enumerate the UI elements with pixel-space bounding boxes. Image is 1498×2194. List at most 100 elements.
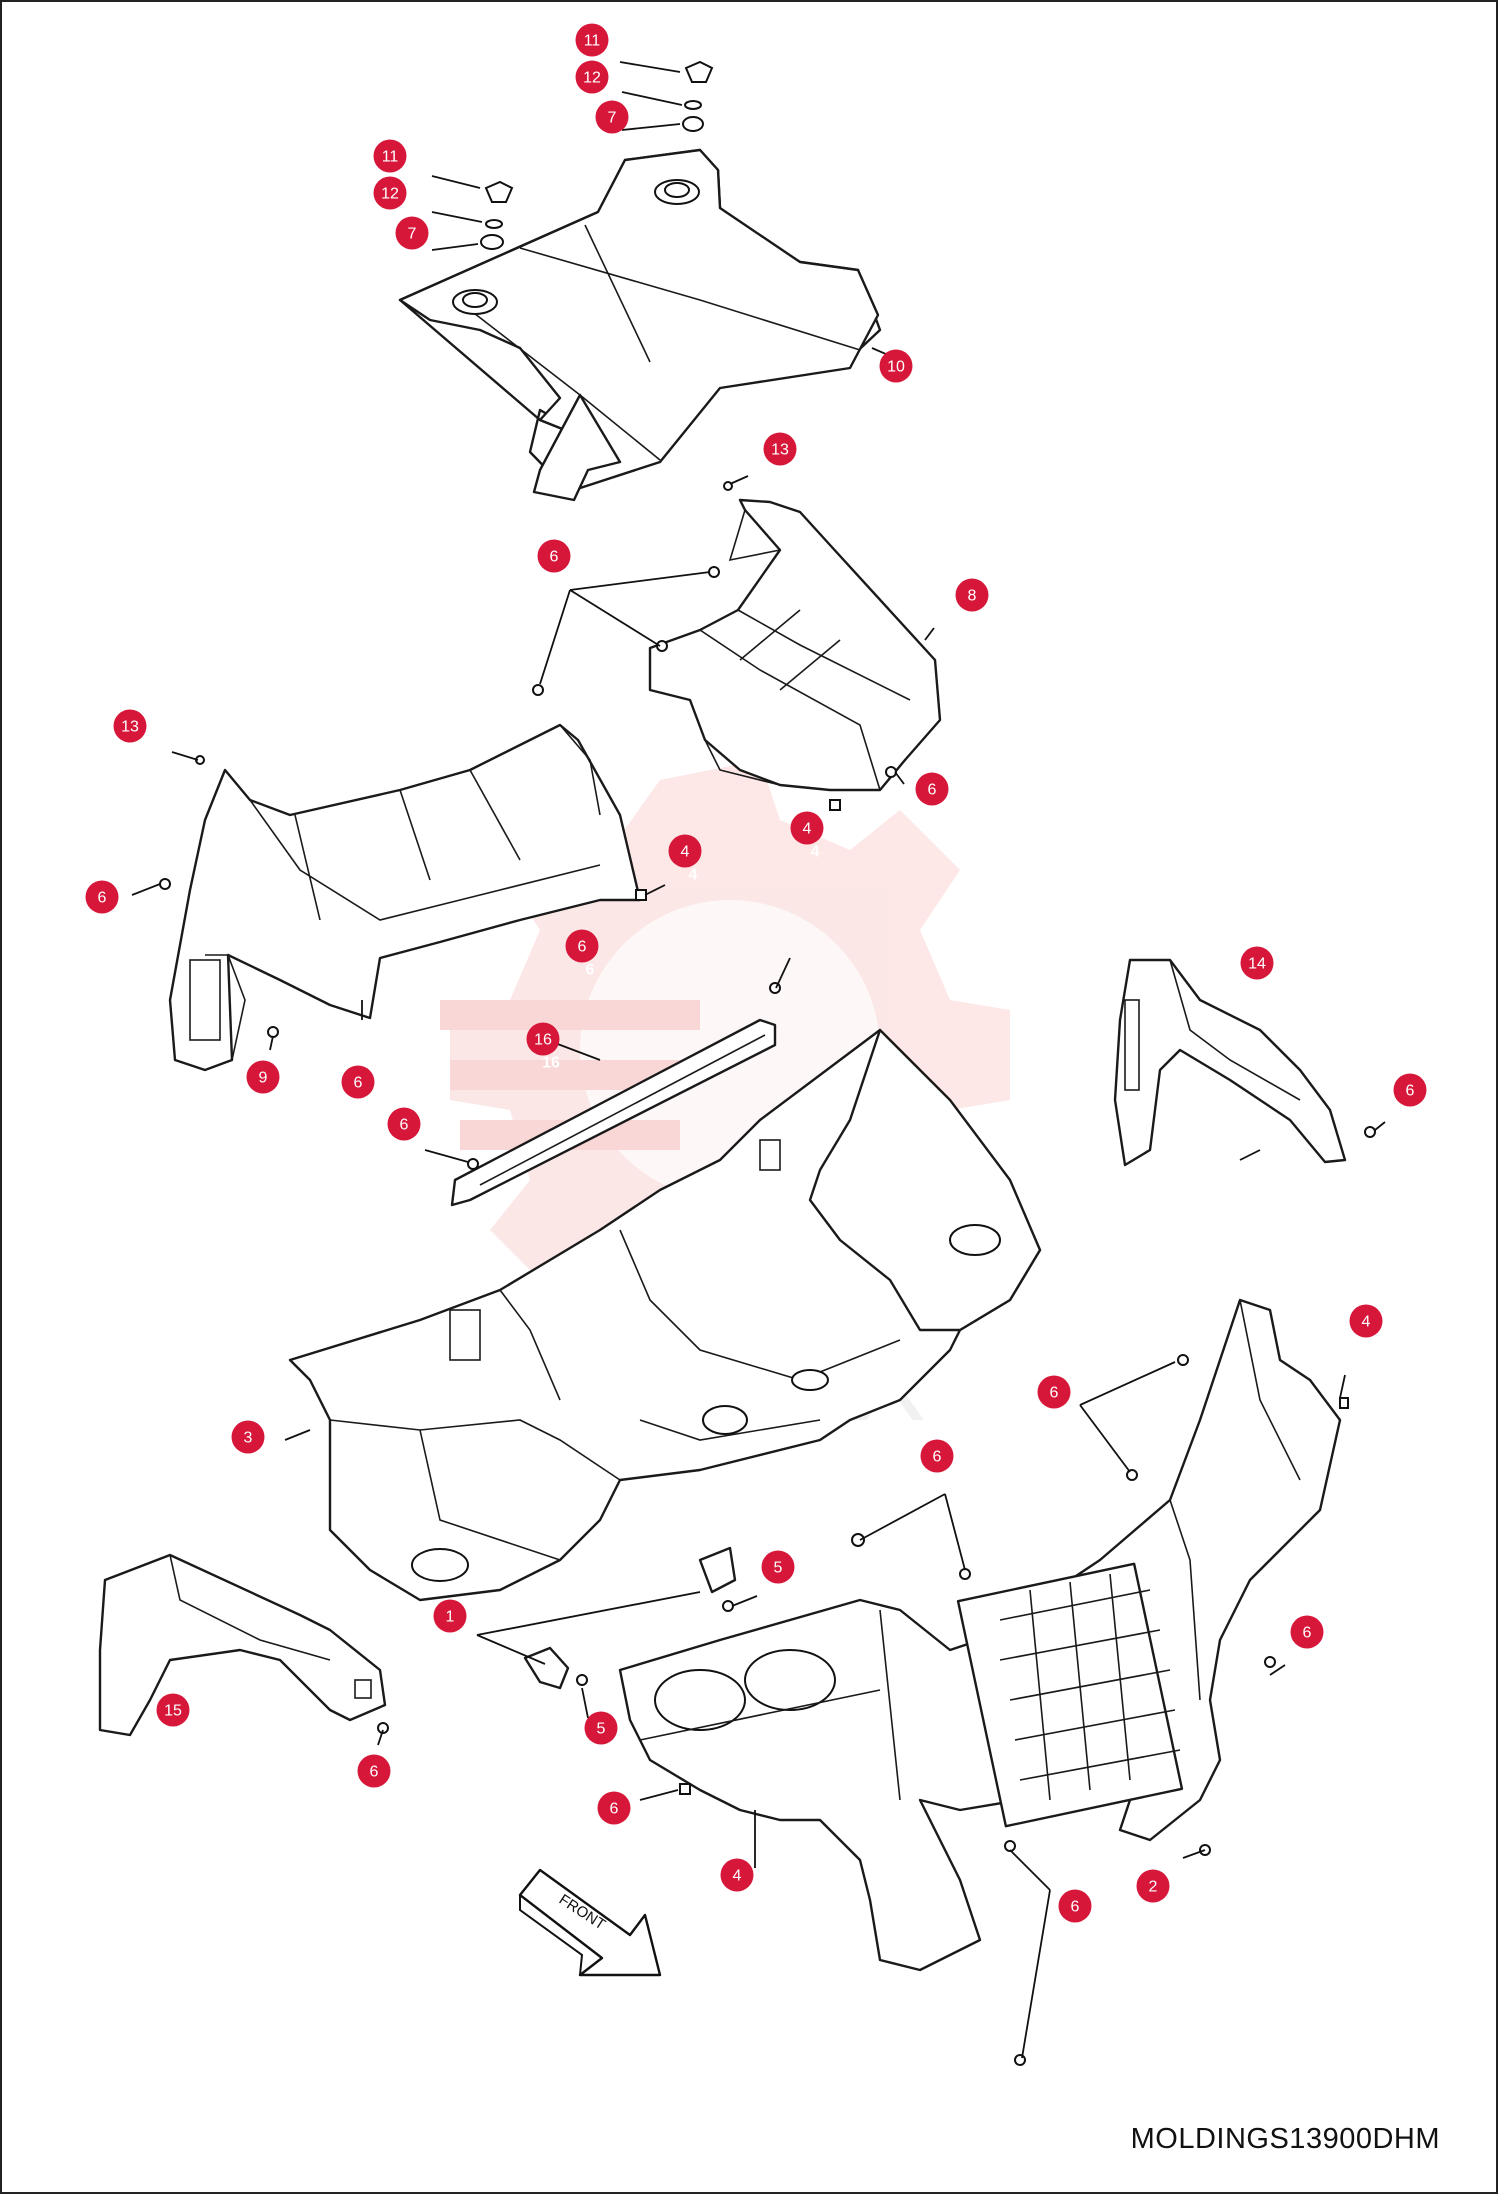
callout-badge (433, 1599, 467, 1633)
drawing-code: MOLDINGS13900DHM (1130, 2123, 1440, 2155)
callout-6: 66 (920, 1439, 954, 1489)
callout-label: 15 (164, 1703, 182, 1720)
callout-number-text: 3 (252, 1453, 261, 1470)
callout-label: 6 (578, 939, 587, 956)
callout-label: 7 (408, 226, 417, 243)
callout-number-text: 6 (378, 1787, 387, 1804)
callout-label: 13 (771, 442, 789, 459)
callout-number-text: 7 (616, 133, 625, 150)
callout-label: 6 (354, 1075, 363, 1092)
callout-7: 77 (395, 216, 429, 266)
callout-label: 6 (98, 890, 107, 907)
callout-badge (526, 1022, 560, 1056)
callout-label: 6 (370, 1764, 379, 1781)
callout-badge (584, 1711, 618, 1745)
callout-label: 5 (774, 1560, 783, 1577)
callout-badge (1136, 1869, 1170, 1903)
callout-label: 12 (381, 186, 399, 203)
callout-label: 5 (597, 1721, 606, 1738)
callout-number-text: 2 (1157, 1902, 1166, 1919)
callout-label: 4 (733, 1868, 742, 1885)
part-9-left-panel (168, 723, 642, 1072)
part-14-fender-flare (1113, 958, 1347, 1167)
callouts: 1111121277111112127710101313668813134466… (85, 23, 1427, 1939)
callout-6: 66 (1290, 1615, 1324, 1665)
callout-label: 4 (681, 844, 690, 861)
callout-badge (575, 60, 609, 94)
callout-6: 66 (387, 1107, 421, 1157)
callout-label: 8 (968, 588, 977, 605)
callout-badge (387, 1107, 421, 1141)
callout-badge (720, 1858, 754, 1892)
callout-badge (920, 1439, 954, 1473)
callout-6: 66 (537, 539, 571, 589)
part-8-side-panel (648, 498, 942, 792)
callout-number-text: 5 (605, 1744, 614, 1761)
callout-number-text: 5 (782, 1583, 791, 1600)
callout-number-text: 6 (1058, 1408, 1067, 1425)
callout-label: 14 (1248, 956, 1266, 973)
callout-number-text: 10 (895, 382, 913, 399)
callout-badge (1240, 946, 1274, 980)
callout-number-text: 6 (106, 913, 115, 930)
callout-number-text: 6 (586, 962, 595, 979)
callout-badge (1037, 1375, 1071, 1409)
callout-badge (373, 139, 407, 173)
callout-number-text: 4 (1370, 1337, 1379, 1354)
callout-number-text: 6 (558, 572, 567, 589)
callout-badge (597, 1791, 631, 1825)
callout-badge (915, 772, 949, 806)
callout-badge (246, 1060, 280, 1094)
part-16-brace (450, 1018, 777, 1207)
callout-number-text: 8 (976, 611, 985, 628)
callout-number-text: 4 (741, 1891, 750, 1908)
callout-3: 33 (231, 1420, 265, 1470)
callout-4: 44 (720, 1858, 754, 1908)
callout-number-text: 1 (454, 1632, 463, 1649)
callout-label: 4 (1362, 1314, 1371, 1331)
callout-label: 6 (400, 1117, 409, 1134)
part-3-cowl-tub (288, 1028, 1042, 1602)
callout-badge (395, 216, 429, 250)
part-1-brackets (523, 1546, 737, 1690)
callout-label: 1 (446, 1609, 455, 1626)
callout-label: 9 (259, 1070, 268, 1087)
screws (159, 481, 1376, 2066)
part-15-left-fender (98, 1553, 387, 1737)
callout-badge (357, 1754, 391, 1788)
callout-label: 6 (933, 1449, 942, 1466)
callout-6: 66 (85, 880, 119, 930)
callout-number-text: 6 (1414, 1106, 1423, 1123)
callout-number-text: 4 (811, 844, 820, 861)
callout-label: 6 (610, 1801, 619, 1818)
callout-badge (595, 100, 629, 134)
callout-number-text: 9 (267, 1093, 276, 1110)
front-arrow-icon: FRONT (518, 1868, 662, 1977)
callout-label: 6 (1406, 1083, 1415, 1100)
callout-badge (1349, 1304, 1383, 1338)
callout-number-text: 6 (1311, 1648, 1320, 1665)
callout-6: 66 (915, 772, 949, 822)
callout-label: 13 (121, 719, 139, 736)
callout-6: 66 (1058, 1889, 1092, 1939)
callout-6: 66 (565, 929, 599, 979)
callout-8: 88 (955, 578, 989, 628)
callout-11: 1111 (575, 23, 609, 73)
callout-number-text: 7 (416, 249, 425, 266)
callout-label: 6 (1303, 1625, 1312, 1642)
callout-2: 22 (1136, 1869, 1170, 1919)
callout-label: 11 (584, 33, 601, 50)
part-10-hood-cover (398, 148, 882, 502)
callout-badge (85, 880, 119, 914)
callout-badge (537, 539, 571, 573)
callout-6: 66 (1393, 1073, 1427, 1123)
callout-badge (790, 811, 824, 845)
callout-number-text: 6 (936, 805, 945, 822)
callout-4: 44 (668, 834, 702, 884)
callout-badge (113, 709, 147, 743)
callout-number-text: 13 (129, 742, 147, 759)
callout-label: 11 (382, 149, 399, 166)
